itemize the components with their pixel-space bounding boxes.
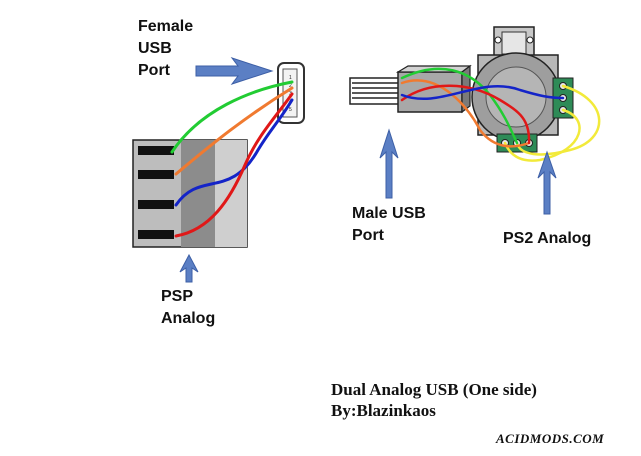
wire-blue-left [174,98,294,207]
ps2-arrow [537,150,557,215]
usb-pin-1: 1 [289,75,292,81]
female-usb-label: Female USB Port [138,16,193,82]
brand-watermark: ACIDMODS.COM [496,431,605,446]
female-usb-label-line3: Port [138,62,170,79]
psp-analog-label-line1: PSP [161,288,194,305]
psp-arrow [179,253,199,283]
female-usb-label-line2: USB [138,40,172,57]
ps2-wires [400,67,601,162]
male-usb-label-line1: Male USB [352,205,426,222]
wire-green-left [170,80,294,154]
wire-red-right [400,84,531,145]
usb-pin-2: 2 [289,83,292,89]
male-usb-label: Male USB Port [352,203,426,247]
wire-red-left [174,92,294,238]
male-usb-label-line2: Port [352,227,384,244]
usb-pin-5: 5 [289,107,292,113]
psp-wires [170,80,294,238]
wire-orange-left [174,86,294,176]
male-usb-plug [349,64,472,114]
caption-title: Dual Analog USB (One side) [331,380,537,399]
female-usb-label-line1: Female [138,18,194,35]
wire-green-right [400,67,519,145]
wire-yellow [515,84,601,156]
caption-author: By:Blazinkaos [331,401,436,420]
female-usb-arrow [195,57,274,85]
psp-analog-label-line2: Analog [161,310,216,327]
wire-blue-right [400,84,565,101]
ps2-analog-label: PS2 Analog [503,230,592,247]
male-usb-arrow [379,128,399,199]
psp-analog-label: PSP Analog [161,286,215,330]
wire-orange-right [400,79,531,148]
